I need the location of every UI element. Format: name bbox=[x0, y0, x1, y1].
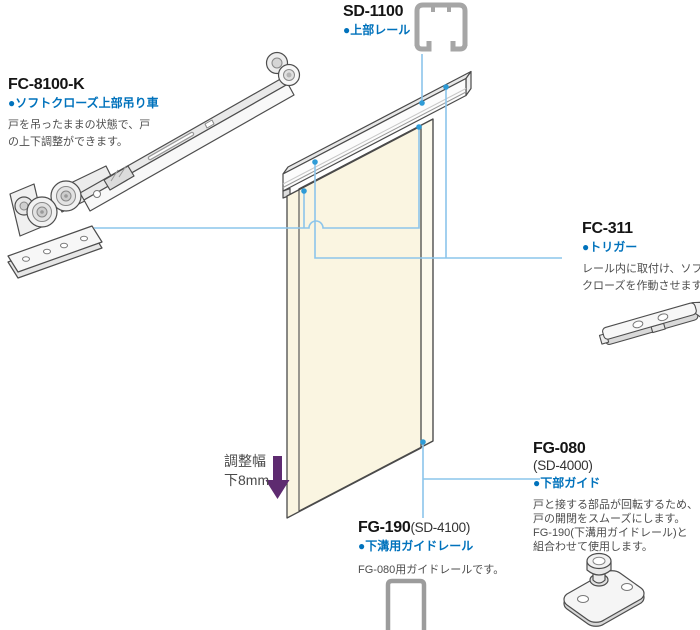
trigger-part-illustration bbox=[598, 301, 700, 345]
upper-rail-illustration bbox=[282, 70, 472, 199]
dot-door-bottom bbox=[420, 439, 426, 445]
part-description-fg190: FG-080用ガイドレールです。 bbox=[358, 564, 505, 576]
callout-line-fc8100k bbox=[94, 128, 420, 229]
adjustment-arrow-down bbox=[265, 456, 290, 499]
part-category-fg080: ●下部ガイド bbox=[533, 476, 601, 490]
part-label-fc311: FC-311 ●トリガー レール内に取付け、ソフト クローズを作動させます。 bbox=[582, 220, 700, 295]
dot-rail-sd1100 bbox=[419, 100, 425, 106]
part-code-fg190: FG-190 bbox=[358, 519, 411, 536]
part-category-fc311: ●トリガー bbox=[582, 240, 638, 254]
adjustment-note: 調整幅 下8mm bbox=[224, 452, 269, 490]
callout-dots bbox=[301, 84, 449, 445]
callout-line-fg bbox=[422, 443, 540, 518]
part-code-sub-fg080: (SD-4000) bbox=[533, 458, 593, 473]
part-code-fg080: FG-080 bbox=[533, 440, 586, 457]
callout-line-fc311 bbox=[314, 88, 562, 259]
hanger-assembly-illustration bbox=[7, 51, 301, 279]
part-category-fg190: ●下溝用ガイドレール bbox=[358, 539, 474, 553]
door-panel bbox=[286, 118, 434, 519]
part-code-sub-fg190: (SD-4100) bbox=[410, 520, 471, 535]
part-code-fc311: FC-311 bbox=[582, 220, 633, 237]
dot-rail-trigger-left bbox=[312, 159, 318, 165]
part-category-sd1100: ●上部レール bbox=[343, 23, 411, 37]
part-category-fc8100k: ●ソフトクローズ上部吊り車 bbox=[8, 96, 159, 110]
floor-guide-part-illustration bbox=[563, 552, 645, 627]
dot-door-top-right bbox=[416, 124, 422, 130]
part-description-fc311: レール内に取付け、ソフト クローズを作動させます。 bbox=[582, 263, 700, 292]
guide-rail-cross-section-icon bbox=[385, 578, 427, 630]
callout-lines bbox=[94, 54, 562, 518]
part-description-fg080: 戸と接する部品が回転するため、 戸の開閉をスムーズにします。 FG-190(下溝… bbox=[533, 499, 698, 553]
part-code-fc8100k: FC-8100-K bbox=[8, 76, 85, 93]
part-label-fg190: FG-190(SD-4100) ●下溝用ガイドレール FG-080用ガイドレール… bbox=[358, 519, 504, 579]
part-description-fc8100k: 戸を吊ったままの状態で、戸 の上下調整ができます。 bbox=[8, 119, 151, 148]
adjustment-note-line2: 下8mm bbox=[224, 472, 270, 488]
dot-rail-trigger-right bbox=[443, 84, 449, 90]
part-code-sd1100: SD-1100 bbox=[343, 3, 404, 20]
adjustment-note-line1: 調整幅 bbox=[224, 453, 266, 469]
part-label-sd1100: SD-1100 ●上部レール bbox=[343, 3, 410, 38]
rail-cross-section-icon bbox=[414, 2, 468, 52]
part-label-fg080: FG-080 (SD-4000) ●下部ガイド 戸と接する部品が回転するため、 … bbox=[533, 440, 698, 554]
dot-door-top-left bbox=[301, 188, 307, 194]
part-label-fc8100k: FC-8100-K ●ソフトクローズ上部吊り車 戸を吊ったままの状態で、戸 の上… bbox=[8, 76, 159, 151]
part-code-line-fg190: FG-190(SD-4100) bbox=[358, 519, 504, 537]
